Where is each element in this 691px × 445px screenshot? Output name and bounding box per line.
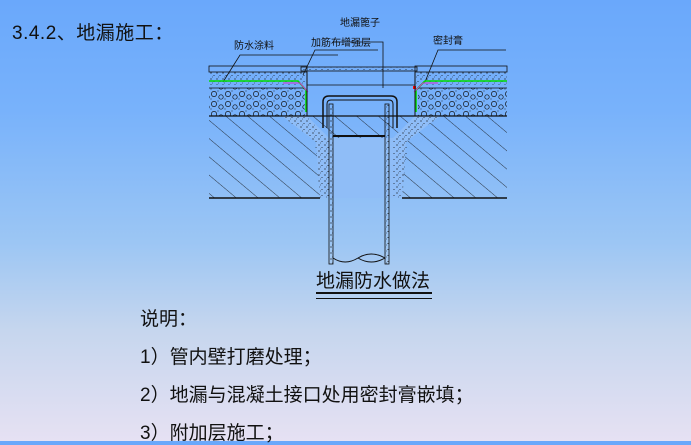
caption-underline bbox=[316, 292, 432, 299]
note-item-3: 3）附加层施工； bbox=[140, 422, 284, 444]
notes-heading: 说明： bbox=[140, 308, 198, 330]
svg-text:防水涂料: 防水涂料 bbox=[234, 39, 274, 52]
floor-drain-diagram: 地漏篦子 加筋布增强层 防水涂料 密封膏 bbox=[208, 16, 508, 265]
section-title: 3.4.2、地漏施工： bbox=[12, 23, 174, 44]
diagram-caption: 地漏防水做法 bbox=[316, 270, 431, 292]
note-item-1: 1）管内壁打磨处理； bbox=[140, 346, 322, 368]
label-drain-grate: 地漏篦子 bbox=[333, 16, 384, 88]
note-item-2: 2）地漏与混凝土接口处用密封膏嵌填； bbox=[140, 384, 474, 406]
svg-text:加筋布增强层: 加筋布增强层 bbox=[311, 36, 371, 49]
svg-text:地漏篦子: 地漏篦子 bbox=[340, 16, 380, 29]
svg-text:密封膏: 密封膏 bbox=[433, 34, 463, 47]
label-sealant: 密封膏 bbox=[424, 34, 506, 83]
